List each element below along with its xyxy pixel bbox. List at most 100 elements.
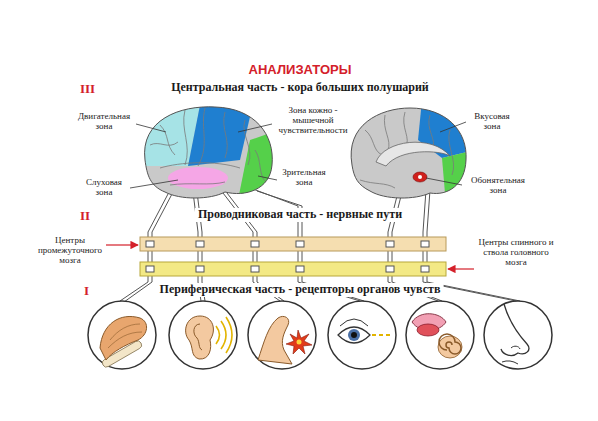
receptor-tongue	[406, 301, 474, 369]
receptor-skin	[248, 301, 316, 369]
relay-nodes	[421, 266, 429, 272]
gyri	[244, 120, 250, 165]
relay-nodes	[146, 266, 154, 272]
section-heading: Проводниковая часть - нервные пути	[195, 208, 405, 222]
relay-nodes	[296, 266, 304, 272]
relay-nodes	[146, 241, 429, 272]
relay-nodes	[146, 241, 154, 247]
relay-nodes	[386, 241, 394, 247]
brain-lateral	[135, 95, 285, 210]
gyri	[150, 108, 266, 185]
relay-nodes	[251, 266, 259, 272]
section-heading: Периферическая часть - рецепторы органов…	[157, 283, 444, 297]
gyri	[224, 112, 228, 158]
receptor-muscle	[88, 301, 156, 369]
diencephalon-band	[140, 237, 446, 251]
receptor-eye	[372, 334, 392, 336]
receptor-ear	[169, 301, 237, 369]
brain-medial	[351, 108, 466, 198]
receptor-muscle	[108, 332, 142, 348]
diagram-title: АНАЛИЗАТОРЫ	[249, 62, 352, 77]
relay-nodes	[421, 241, 429, 247]
zone-label: Двигательная зона	[72, 112, 136, 132]
section-heading: Центральная часть - кора больших полушар…	[168, 81, 432, 95]
gyri	[198, 108, 205, 166]
zone-label: Обонятельная зона	[464, 176, 532, 196]
receptor-nose	[484, 301, 552, 369]
receptor-muscle	[88, 301, 156, 369]
section-number: III	[80, 81, 95, 97]
receptor-eye	[348, 329, 360, 341]
gyri	[365, 130, 382, 155]
corpus-callosum	[376, 142, 450, 166]
zone-label: Зрительная зона	[278, 168, 330, 188]
zone-label: Слуховая зона	[80, 178, 128, 198]
relay-nodes	[296, 241, 304, 247]
receptor-tongue	[417, 324, 439, 336]
receptor-tongue	[406, 301, 474, 369]
brain-medial	[351, 100, 475, 205]
center-label: Центры спинного и ствола головного мозга	[478, 238, 554, 268]
receptor-ear	[221, 321, 226, 349]
zone-label: Вкусовая зона	[468, 112, 516, 132]
pointer-arrow	[448, 268, 474, 269]
gyri	[184, 110, 188, 165]
receptor-muscle	[110, 324, 140, 340]
thalamus-spot	[413, 172, 427, 182]
smell-zone	[442, 150, 475, 205]
section-number: II	[80, 208, 90, 224]
pointer-arrow	[106, 244, 138, 245]
gyri	[170, 182, 225, 185]
receptor-ear	[194, 324, 202, 350]
leader-lines	[238, 124, 272, 132]
receptor-ear	[216, 317, 232, 353]
receptor-ear	[186, 316, 214, 359]
gyri	[160, 125, 175, 155]
thalamus-spot	[418, 175, 422, 179]
receptor-nose	[501, 304, 529, 356]
receptor-tongue	[439, 334, 461, 354]
receptor-nose	[484, 301, 552, 369]
receptor-eye	[328, 301, 396, 369]
leader-lines	[258, 176, 277, 180]
gyri	[449, 130, 454, 175]
brain-lateral	[135, 95, 285, 210]
gyri	[150, 142, 178, 145]
gyri	[360, 112, 454, 188]
leader-lines	[130, 180, 178, 188]
gyri	[360, 180, 395, 188]
receptor-ear	[169, 301, 237, 369]
leader-lines	[426, 178, 462, 185]
receptor-skin	[248, 301, 316, 369]
receptor-skin	[297, 340, 302, 345]
receptor-ear	[226, 317, 232, 353]
visual-zone	[236, 128, 285, 210]
receptor-skin	[258, 316, 292, 364]
receptor-skin	[286, 330, 312, 354]
receptor-nose	[502, 361, 518, 364]
relay-nodes	[251, 241, 259, 247]
relay-nodes	[386, 266, 394, 272]
brain-lateral	[145, 107, 273, 198]
receptor-eye	[351, 332, 357, 338]
auditory-zone	[168, 167, 228, 189]
relay-nodes	[196, 266, 204, 272]
receptor-eye	[328, 301, 396, 369]
receptor-muscle	[100, 316, 147, 360]
center-label: Центры промежуточного мозга	[36, 236, 104, 266]
gyri	[160, 163, 240, 168]
leader-lines	[136, 124, 166, 132]
spinal-band	[140, 262, 446, 276]
gyri	[384, 115, 389, 150]
receptor-eye	[338, 327, 370, 343]
leader-lines	[440, 122, 466, 132]
receptor-eye	[340, 319, 368, 326]
zone-label: Зона кожно - мышечной чувствительности	[274, 106, 352, 136]
receptor-nose	[511, 346, 520, 349]
nerve-pathways	[120, 189, 520, 302]
section-number: I	[84, 283, 89, 299]
relay-nodes	[196, 241, 204, 247]
receptor-ear	[216, 326, 220, 344]
brain-medial	[360, 100, 475, 205]
